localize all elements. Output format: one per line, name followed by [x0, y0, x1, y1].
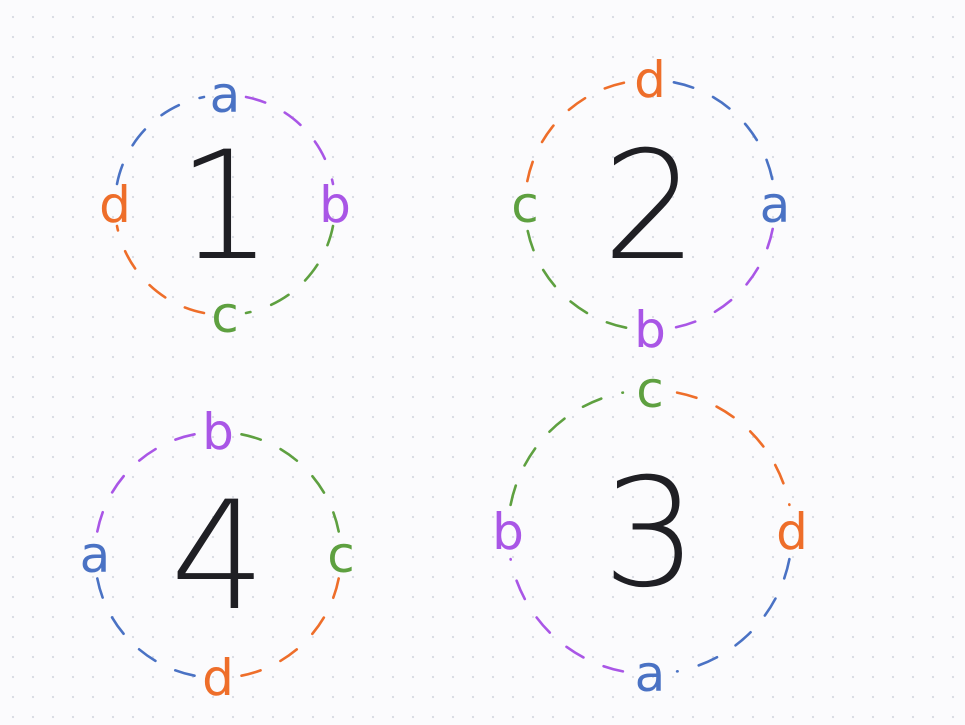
arc-bottom-left [509, 557, 625, 673]
label-left: d [99, 176, 131, 234]
arc-top-left [96, 433, 196, 533]
arc-bottom-right [240, 577, 340, 677]
label-top: b [202, 403, 234, 461]
arc-top-right [240, 433, 340, 533]
label-left: c [511, 176, 539, 234]
diagram-number: 1 [177, 120, 272, 294]
label-bottom: a [635, 645, 666, 703]
label-right: a [760, 176, 791, 234]
diagram-number: 2 [602, 120, 697, 294]
label-right: b [319, 176, 351, 234]
arc-top-right [672, 81, 774, 183]
label-bottom: b [634, 301, 666, 359]
label-top: d [634, 51, 666, 109]
circle-diagram-3: c d a b 3 [492, 361, 808, 703]
diagram-number: 3 [602, 447, 697, 621]
arc-bottom-right [672, 227, 774, 329]
arc-top-left [509, 391, 625, 507]
diagram-number: 4 [170, 470, 265, 644]
label-top: a [210, 66, 241, 124]
arc-bottom-right [244, 224, 335, 315]
arc-bottom-left [526, 227, 628, 329]
arc-bottom-right [675, 557, 791, 673]
arc-top-right [675, 391, 791, 507]
label-right: c [327, 526, 355, 584]
arc-bottom-left [115, 224, 206, 315]
label-left: b [492, 503, 524, 561]
label-bottom: c [211, 286, 239, 344]
circle-diagram-1: a b c d 1 [99, 66, 351, 344]
arc-top-right [244, 95, 335, 186]
label-top: c [636, 361, 664, 419]
arc-bottom-left [96, 577, 196, 677]
label-bottom: d [202, 649, 234, 707]
label-left: a [80, 526, 111, 584]
label-right: d [776, 503, 808, 561]
circle-diagram-2: d a b c 2 [511, 51, 790, 359]
arc-top-left [526, 81, 628, 183]
circle-diagram-4: b c d a 4 [80, 403, 355, 707]
arc-top-left [115, 95, 206, 186]
